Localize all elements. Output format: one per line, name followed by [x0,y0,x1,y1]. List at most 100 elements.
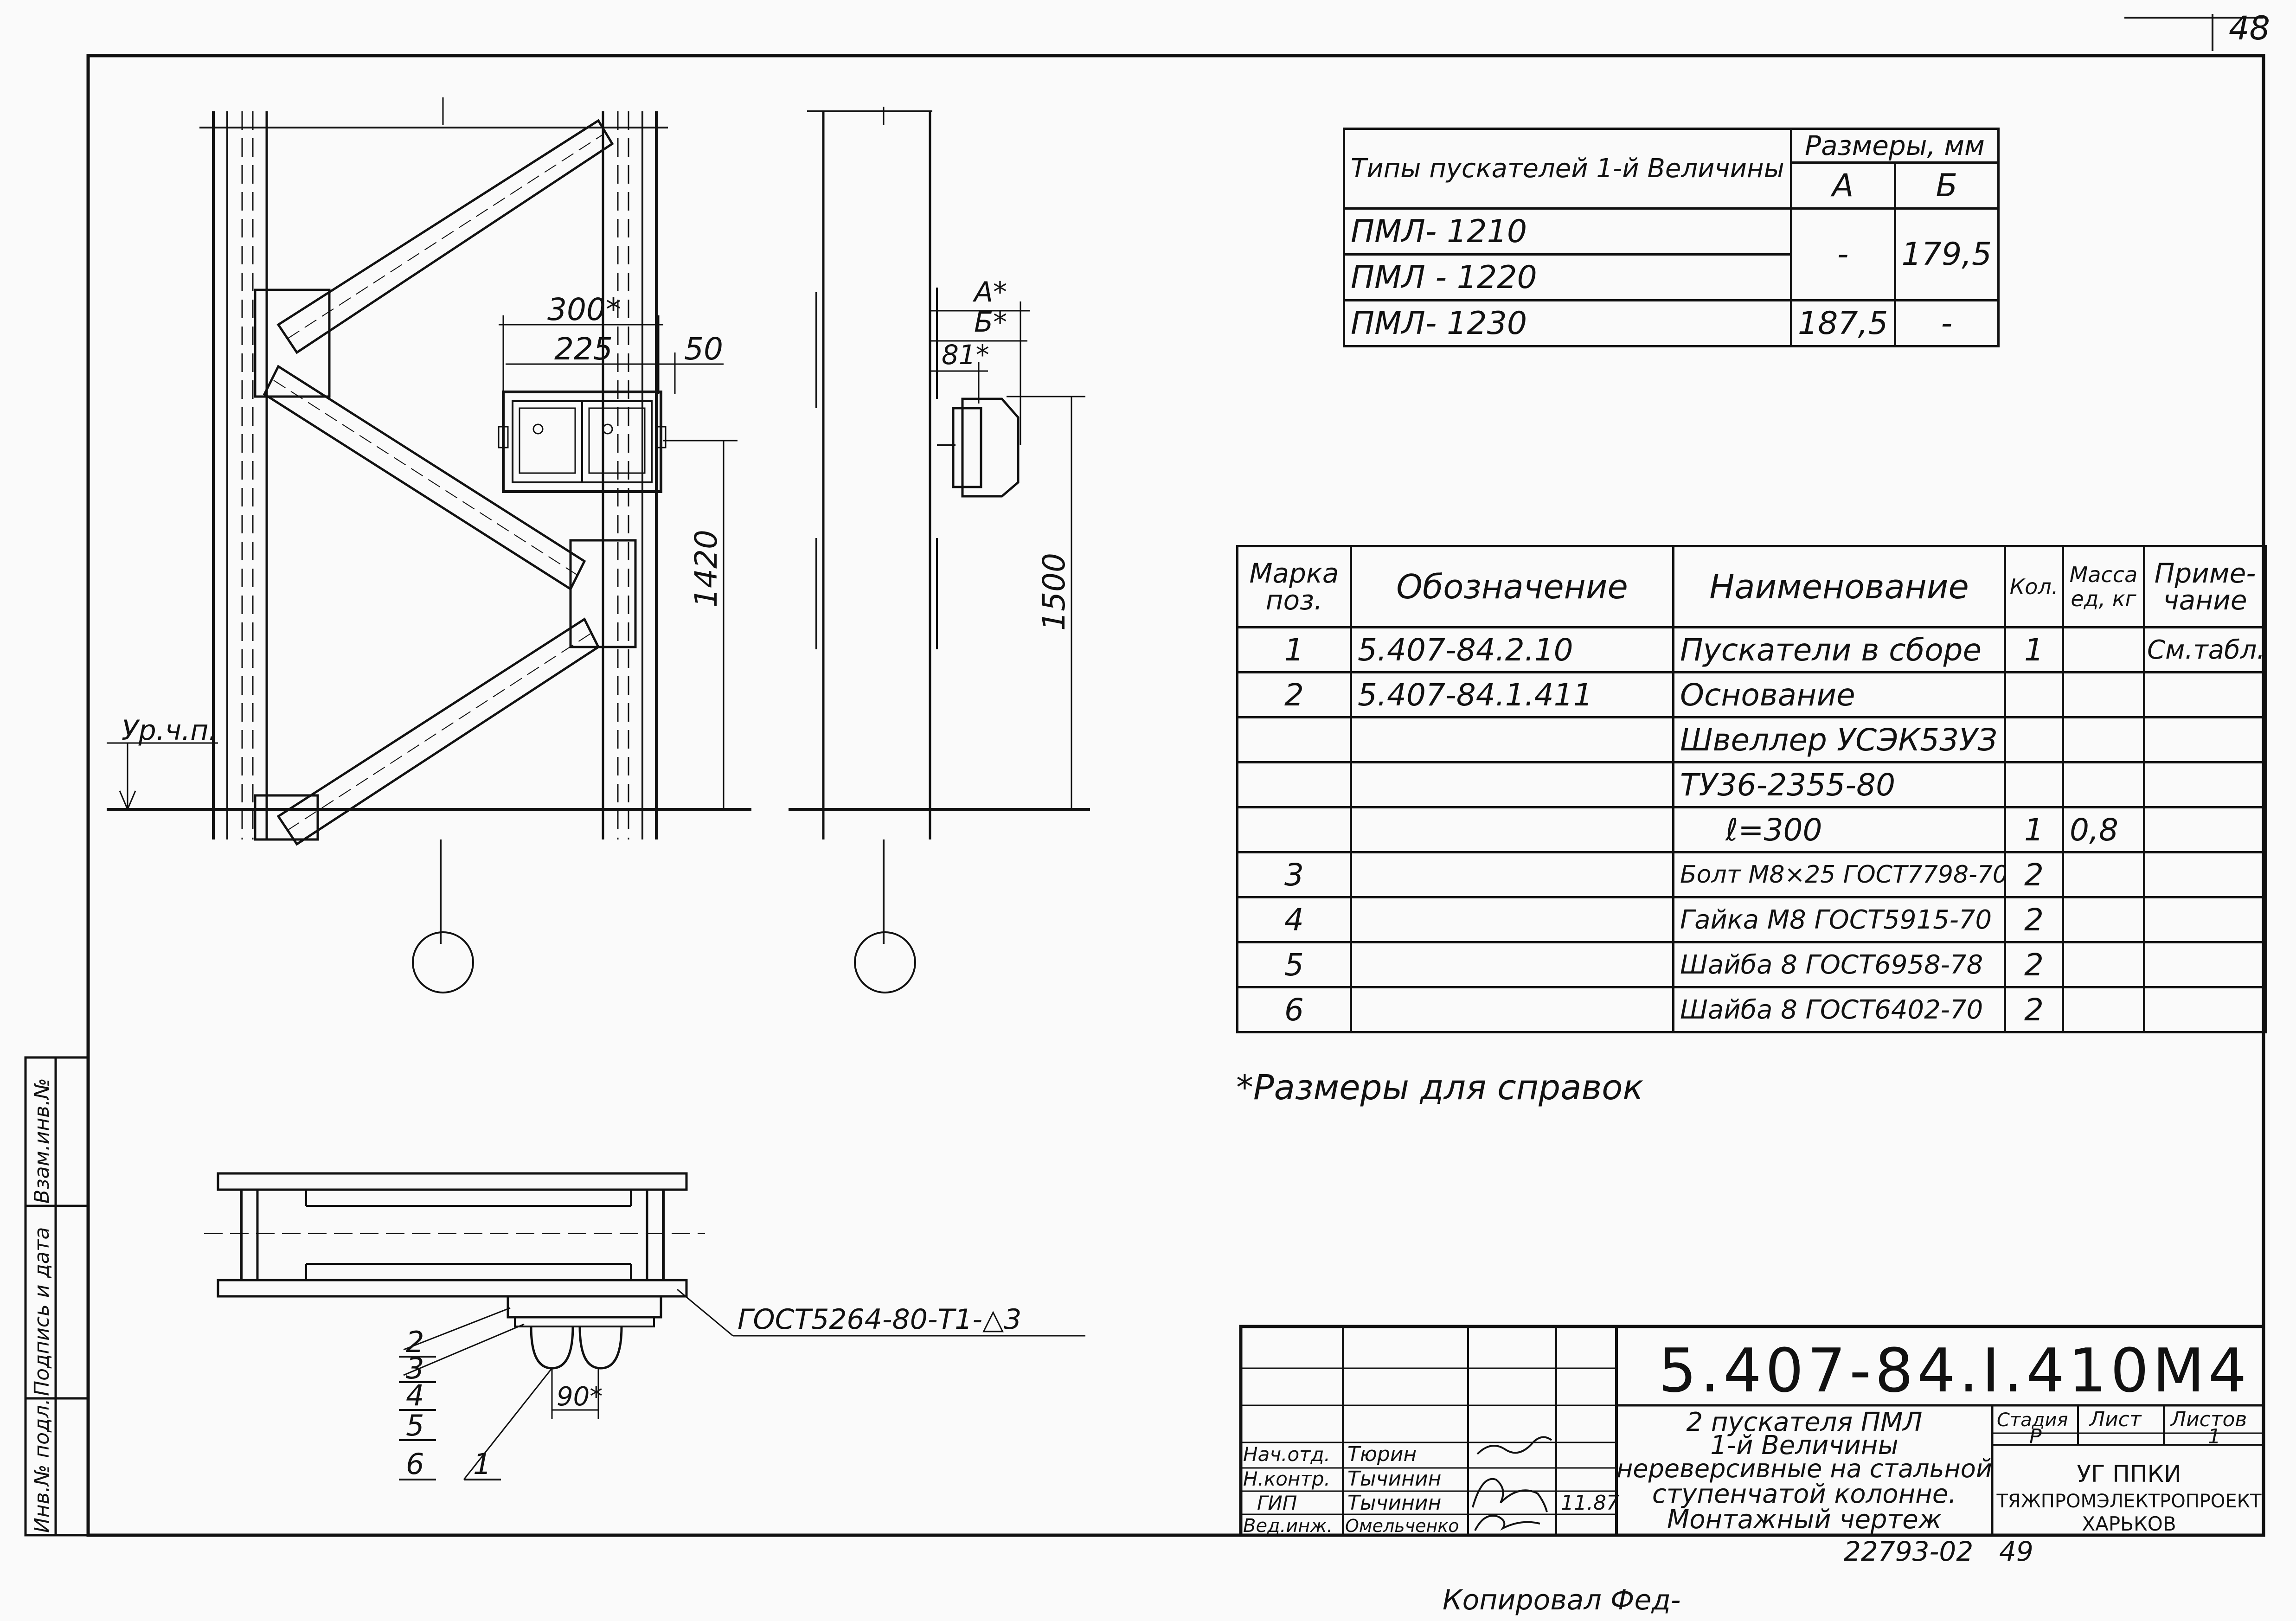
role-1: Нач.отд. [1243,1443,1330,1466]
title-line-3: нереверсивные на стальной [1616,1454,1992,1483]
specification-table: Марка поз. Обозначение Наименование Кол.… [1236,545,2267,1033]
callout-1: 1 [473,1447,491,1481]
date: 11.87 [1561,1491,1619,1515]
pml-b: 179,5 [1893,207,2000,301]
org-line-2: ТЯЖПРОМЭЛЕКТРОПРОЕКТ [1996,1491,2262,1512]
row-mass [2062,626,2145,673]
starter-types-table: Типы пускателей 1-й Величины Размеры, мм… [1343,128,2000,347]
stage-value: Р [2029,1425,2042,1448]
row-name: Гайка М8 ГОСТ5915-70 [1672,896,2006,943]
row-name: ℓ=300 [1672,806,2006,853]
row-name: ТУ36-2355-80 [1672,761,2006,808]
org-line-3: ХАРЬКОВ [2082,1512,2176,1535]
dimension-300: 300* [547,292,621,327]
sheets-value: 1 [2208,1425,2221,1448]
row-note [2143,806,2267,853]
page-number: 48 [2229,9,2270,47]
dimension-225: 225 [554,331,613,367]
callout-3: 3 [406,1352,424,1385]
role-4: Вед.инж. [1243,1515,1333,1537]
pml-a: 187,5 [1789,299,1896,347]
side-view [789,107,1090,993]
header-mass: Масса ед, кг [2062,545,2145,628]
name-2: Тычинин [1347,1467,1441,1491]
row-designation [1350,851,1674,898]
row-qty [2004,671,2064,718]
row-qty [2004,761,2064,808]
elevation-view [107,97,751,993]
row-qty: 1 [2004,626,2064,673]
stage-label: Стадия [1997,1410,2068,1431]
table-row: 4 Гайка М8 ГОСТ5915-70 2 [1236,896,2267,943]
table-row: 3 Болт М8×25 ГОСТ7798-70 2 [1236,851,2267,898]
row-note [2143,851,2267,898]
grid-axis-bubble-side [854,931,916,993]
pml-type: ПМЛ - 1220 [1343,253,1792,301]
table-row: 5 Шайба 8 ГОСТ6958-78 2 [1236,941,2267,988]
pml-a: - [1789,207,1896,301]
row-qty: 2 [2004,941,2064,988]
archive-number: 22793-02 [1844,1536,1973,1567]
row-pos: 6 [1236,986,1352,1033]
row-note [2143,716,2267,763]
row-note [2143,941,2267,988]
dimension-b: Б* [974,306,1007,339]
row-mass [2062,851,2145,898]
callout-2: 2 [406,1325,424,1359]
header-name: Наименование [1672,545,2006,628]
row-note [2143,986,2267,1033]
dimension-1500: 1500 [1036,553,1072,631]
row-name: Шайба 8 ГОСТ6402-70 [1672,986,2006,1033]
header-a: А [1789,161,1896,210]
grid-axis-bubble [412,931,474,993]
header-b: Б [1893,161,2000,210]
row-designation [1350,896,1674,943]
row-pos: 1 [1236,626,1352,673]
row-pos [1236,806,1352,853]
row-qty: 2 [2004,986,2064,1033]
header-mark: Марка поз. [1236,545,1352,628]
name-1: Тюрин [1347,1442,1417,1466]
side-stamp-grid [24,1056,90,1537]
row-pos: 5 [1236,941,1352,988]
row-name: Пускатели в сборе [1672,626,2006,673]
row-mass [2062,896,2145,943]
title-line-2: 1-й Величины [1710,1430,1898,1461]
row-designation: 5.407-84.2.10 [1350,626,1674,673]
title-line-1: 2 пускателя ПМЛ [1686,1407,1922,1437]
row-pos [1236,761,1352,808]
row-name: Шайба 8 ГОСТ6958-78 [1672,941,2006,988]
row-mass [2062,671,2145,718]
table-row: ТУ36-2355-80 [1236,761,2267,808]
table-row: ℓ=300 1 0,8 [1236,806,2267,853]
signatures [1472,1436,1552,1531]
sheet-label: Лист [2089,1408,2142,1431]
row-name: Основание [1672,671,2006,718]
row-mass [2062,761,2145,808]
side-stamp-1: Инв.№ подл. [30,1398,54,1533]
row-designation [1350,716,1674,763]
org-line-1: УГ ППКИ [2077,1461,2181,1487]
side-stamp-3: Взам.инв.№ [30,1078,54,1204]
row-pos [1236,716,1352,763]
row-mass [2062,986,2145,1033]
dimension-1420: 1420 [688,530,724,608]
footer-note: Копировал Фед- [1443,1584,1681,1616]
title-line-4: ступенчатой колонне. [1652,1479,1956,1509]
row-qty: 2 [2004,896,2064,943]
header-sizes: Размеры, мм [1789,128,2000,164]
table-row: 1 5.407-84.2.10 Пускатели в сборе 1 См.т… [1236,626,2267,673]
title-block-grid [1239,1325,2265,1537]
name-3: Тычинин [1347,1491,1441,1515]
row-mass [2062,941,2145,988]
table-row: 2 5.407-84.1.411 Основание [1236,671,2267,718]
side-stamp-2: Подпись и дата [30,1227,54,1396]
row-qty [2004,716,2064,763]
row-qty: 2 [2004,851,2064,898]
header-note: Приме-чание [2143,545,2267,628]
table-row: 6 Шайба 8 ГОСТ6402-70 2 [1236,986,2267,1033]
level-mark: Ур.ч.п. [122,714,218,747]
role-2: Н.контр. [1243,1467,1330,1490]
row-qty: 1 [2004,806,2064,853]
